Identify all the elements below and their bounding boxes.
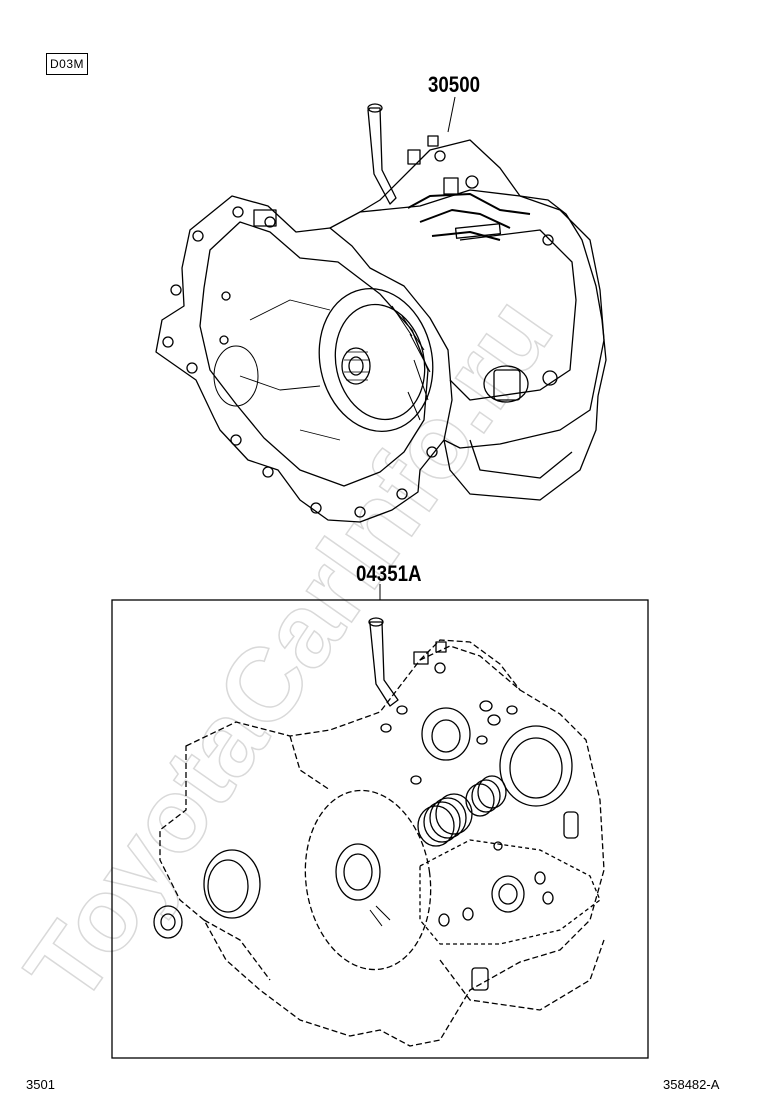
kit-frame <box>111 599 649 1059</box>
group-tag: D03M <box>46 53 88 75</box>
illustration-id: 358482-A <box>663 1077 720 1092</box>
assembly-leader-line <box>447 96 456 133</box>
accumulator-springs <box>417 775 507 847</box>
callout-04351a[interactable]: 04351A <box>356 561 422 586</box>
page-code: 3501 <box>26 1077 55 1092</box>
callout-30500[interactable]: 30500 <box>428 72 481 97</box>
transaxle-assembly-drawing <box>155 96 607 523</box>
overhaul-kit-drawing <box>153 617 605 1047</box>
